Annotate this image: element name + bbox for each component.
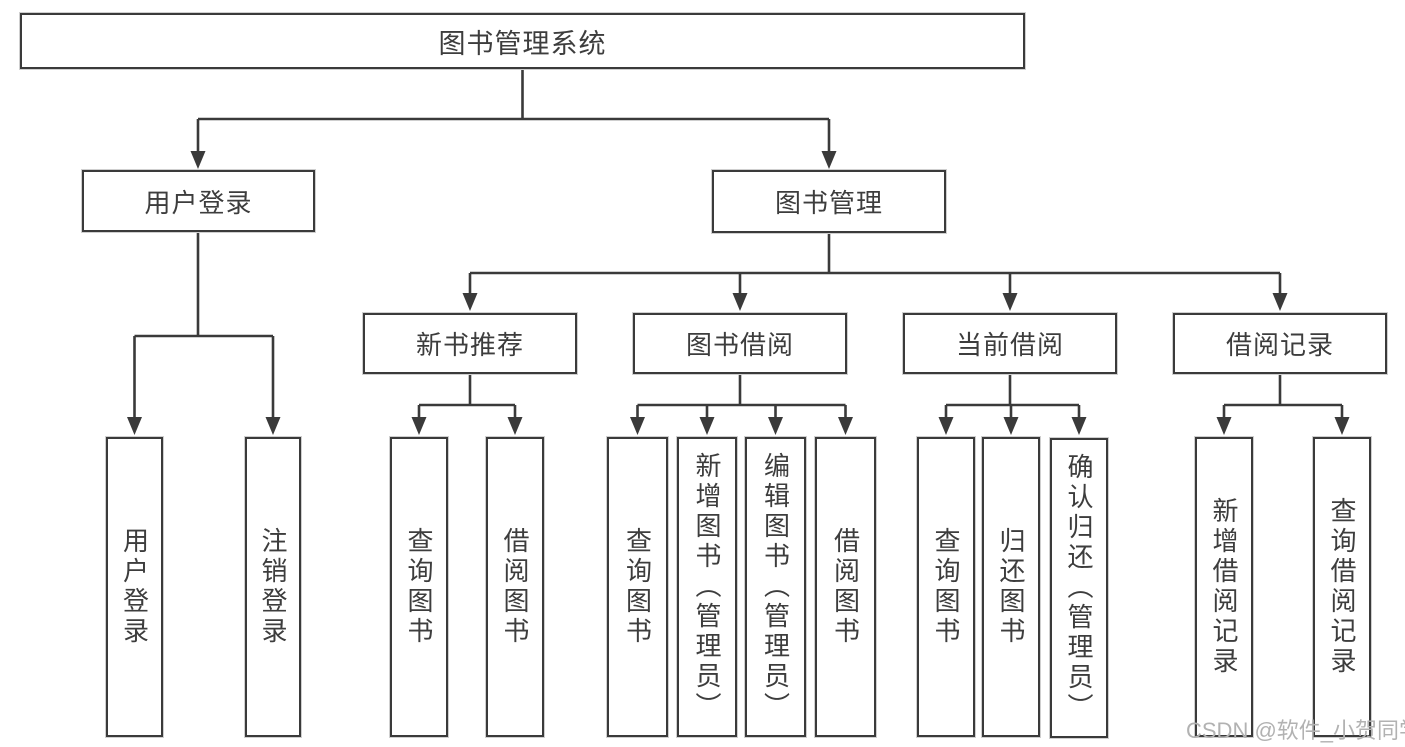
leaf-query-books-1-label: 查询图书: [404, 527, 434, 647]
leaf-add-books-admin: 新增图书（管理员）: [677, 437, 737, 737]
node-root-label: 图书管理系统: [438, 28, 607, 59]
connector-book-borrow-to-leaves: [630, 374, 853, 435]
leaf-query-borrow-record-label: 查询借阅记录: [1327, 497, 1357, 677]
connector-user-login-to-leaves: [127, 232, 281, 435]
leaf-confirm-return-admin: 确认归还（管理员）: [1050, 438, 1108, 738]
leaf-borrow-books-1: 借阅图书: [486, 437, 544, 737]
node-root: 图书管理系统: [20, 13, 1025, 69]
node-borrow-records-label: 借阅记录: [1225, 330, 1334, 360]
node-new-book-recommend-label: 新书推荐: [415, 330, 524, 360]
node-user-login: 用户登录: [82, 170, 315, 232]
leaf-query-books-3: 查询图书: [917, 437, 975, 737]
csdn-watermark: CSDN @软件_小贺同学: [1186, 718, 1405, 743]
node-new-book-recommend: 新书推荐: [363, 313, 577, 374]
leaf-query-books-2: 查询图书: [607, 437, 668, 737]
leaf-borrow-books-2: 借阅图书: [815, 437, 876, 737]
leaf-return-books-label: 归还图书: [996, 527, 1026, 647]
node-book-borrow-label: 图书借阅: [685, 330, 794, 360]
connector-current-borrow-to-leaves: [938, 374, 1087, 435]
leaf-query-books-3-label: 查询图书: [931, 527, 961, 647]
leaf-query-books-1: 查询图书: [390, 437, 448, 737]
node-book-borrow: 图书借阅: [633, 313, 847, 374]
leaf-return-books: 归还图书: [982, 437, 1040, 737]
connector-book-management-to-level3: [462, 233, 1288, 311]
leaf-edit-books-admin: 编辑图书（管理员）: [745, 437, 806, 737]
connector-borrow-records-to-leaves: [1216, 374, 1350, 435]
leaf-user-login: 用户登录: [106, 437, 163, 737]
node-current-borrow: 当前借阅: [903, 313, 1117, 374]
leaf-user-login-label: 用户登录: [119, 527, 150, 647]
node-book-management-label: 图书管理: [774, 188, 883, 218]
leaf-query-books-2-label: 查询图书: [622, 527, 653, 647]
leaf-confirm-return-admin-label: 确认归还（管理员）: [1064, 453, 1094, 723]
leaf-query-borrow-record: 查询借阅记录: [1313, 437, 1371, 737]
leaf-add-borrow-record: 新增借阅记录: [1195, 437, 1253, 737]
node-book-management: 图书管理: [712, 170, 946, 233]
leaf-add-borrow-record-label: 新增借阅记录: [1209, 497, 1239, 677]
leaf-edit-books-admin-label: 编辑图书（管理员）: [760, 452, 791, 722]
leaf-borrow-books-1-label: 借阅图书: [500, 527, 530, 647]
leaf-add-books-admin-label: 新增图书（管理员）: [692, 452, 722, 722]
leaf-logout-label: 注销登录: [258, 527, 288, 647]
node-current-borrow-label: 当前借阅: [955, 330, 1064, 360]
node-user-login-label: 用户登录: [144, 187, 253, 218]
connector-new-book-to-leaves: [411, 374, 523, 435]
node-borrow-records: 借阅记录: [1173, 313, 1387, 374]
connector-root-to-level2: [190, 69, 837, 169]
leaf-logout: 注销登录: [245, 437, 301, 737]
leaf-borrow-books-2-label: 借阅图书: [830, 527, 861, 647]
